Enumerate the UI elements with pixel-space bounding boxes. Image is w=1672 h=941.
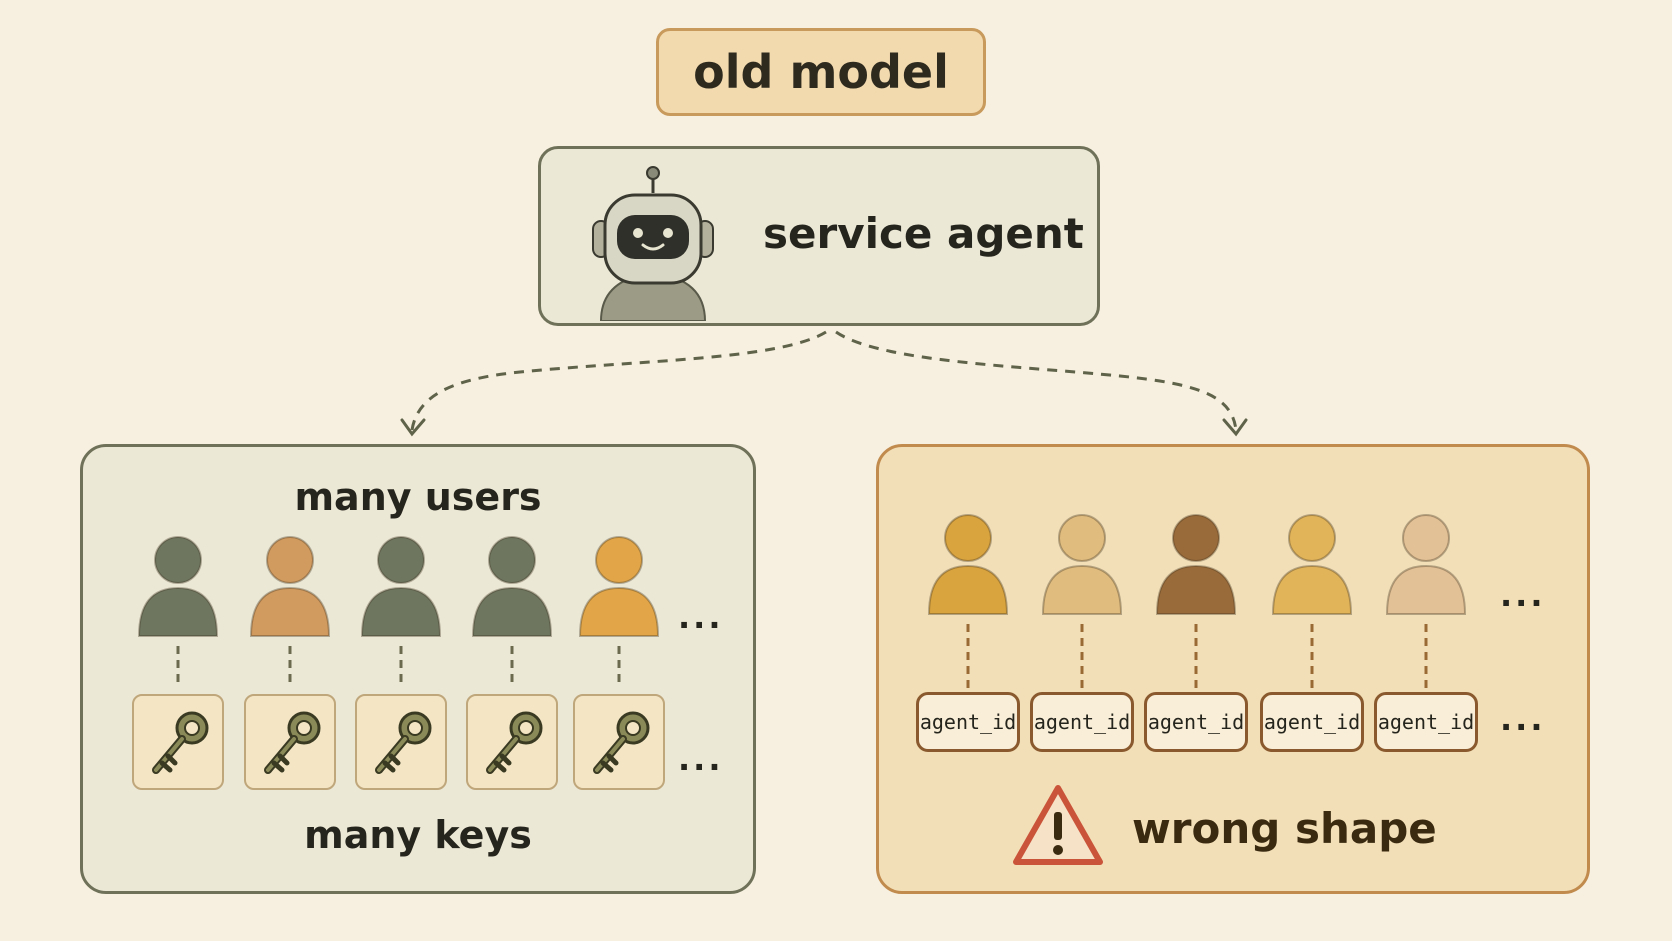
- user-id-link: [1080, 624, 1084, 688]
- users-ellipsis: ...: [678, 598, 724, 636]
- user-icon: [1385, 514, 1467, 615]
- many-keys-title: many keys: [304, 813, 532, 857]
- agent-id-panel: [876, 444, 1590, 894]
- many-users-panel: many users many keys: [80, 444, 756, 894]
- agent-id-tag: agent_id: [1260, 692, 1364, 752]
- wrong-shape-label: wrong shape: [1132, 804, 1437, 853]
- user-icon: [249, 536, 331, 637]
- key-tile: [466, 694, 558, 790]
- title-text: old model: [693, 45, 949, 99]
- key-tile: [355, 694, 447, 790]
- user-id-link: [1424, 624, 1428, 688]
- keys-ellipsis: ...: [678, 740, 724, 778]
- many-users-title: many users: [294, 475, 542, 519]
- service-agent-label: service agent: [763, 209, 1084, 258]
- key-tile: [132, 694, 224, 790]
- agent-id-tag: agent_id: [1374, 692, 1478, 752]
- user-icon: [471, 536, 553, 637]
- user-id-link: [1310, 624, 1314, 688]
- user-key-link: [510, 646, 514, 686]
- user-id-link: [966, 624, 970, 688]
- key-icon: [264, 711, 321, 774]
- key-tile: [573, 694, 665, 790]
- key-icon: [375, 711, 432, 774]
- user-icon: [927, 514, 1009, 615]
- agent-id-tag: agent_id: [916, 692, 1020, 752]
- user-icon: [1041, 514, 1123, 615]
- user-icon: [1155, 514, 1237, 615]
- user-icon: [137, 536, 219, 637]
- agent-id-tag: agent_id: [1030, 692, 1134, 752]
- user-key-link: [617, 646, 621, 686]
- key-icon: [593, 711, 650, 774]
- key-icon: [486, 711, 543, 774]
- agent-id-tag: agent_id: [1144, 692, 1248, 752]
- key-icon: [152, 711, 209, 774]
- user-key-link: [399, 646, 403, 686]
- service-agent-box: service agent: [538, 146, 1100, 326]
- right-users-ellipsis: ...: [1500, 576, 1546, 614]
- title-badge: old model: [656, 28, 986, 116]
- user-key-link: [176, 646, 180, 686]
- user-icon: [1271, 514, 1353, 615]
- agent-id-ellipsis: ...: [1500, 700, 1546, 738]
- user-id-link: [1194, 624, 1198, 688]
- robot-icon: [592, 166, 714, 321]
- user-icon: [360, 536, 442, 637]
- key-tile: [244, 694, 336, 790]
- user-key-link: [288, 646, 292, 686]
- warning-icon: [1013, 785, 1103, 865]
- user-icon: [578, 536, 660, 637]
